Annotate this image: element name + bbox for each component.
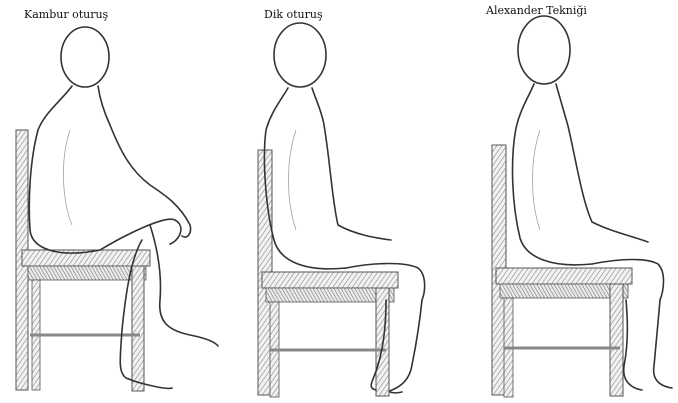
alexander-technique-illustration xyxy=(452,0,678,403)
slouched-sitting-illustration xyxy=(0,0,226,403)
chair xyxy=(16,130,150,391)
slouched-sitting-panel: Kambur oturuş xyxy=(0,0,226,403)
chair xyxy=(258,150,398,397)
upright-sitting-panel: Dik oturuş xyxy=(226,0,452,403)
alexander-technique-panel: Alexander Tekniği xyxy=(452,0,678,403)
upright-figure xyxy=(264,23,424,393)
upright-sitting-illustration xyxy=(226,0,452,403)
alexander-figure xyxy=(513,16,672,390)
